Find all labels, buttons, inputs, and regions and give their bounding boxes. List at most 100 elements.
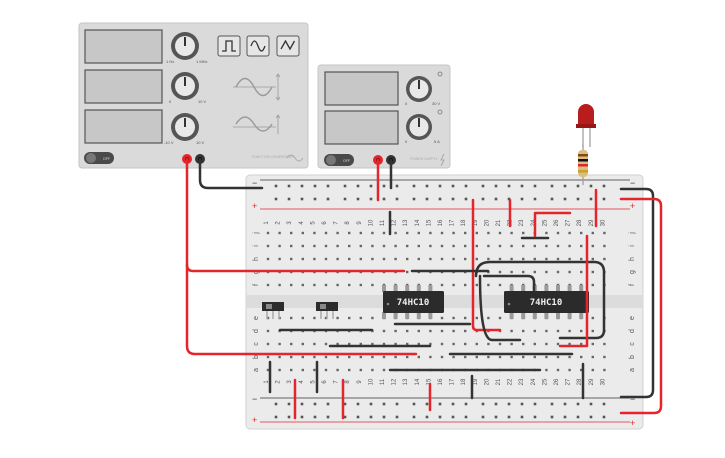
cc-indicator [437, 109, 443, 115]
sine-wave-button[interactable] [246, 35, 270, 57]
column-number: 17 [450, 219, 456, 226]
chip-74hc10-right[interactable]: 74HC10 [504, 285, 589, 319]
frequency-display [84, 29, 163, 64]
rail-plus-top: + [252, 201, 257, 211]
triangle-wave-icon [280, 39, 296, 51]
row-letter: d [253, 329, 260, 333]
ps-toggle-label: OFF [343, 159, 350, 163]
column-number: 30 [600, 378, 606, 385]
column-number: 23 [519, 219, 525, 226]
column-number: 30 [600, 219, 606, 226]
row-letter: i [629, 245, 636, 247]
column-number: 19 [473, 219, 479, 226]
column-number: 10 [368, 378, 374, 385]
column-number: 25 [542, 378, 548, 385]
fg-power-toggle[interactable]: OFF [84, 152, 114, 164]
row-letter: c [253, 342, 260, 346]
freq-max-label: 1 MHz [196, 59, 208, 64]
amp-min-label: 0 [169, 99, 172, 104]
current-knob[interactable] [406, 114, 432, 140]
column-number: 21 [496, 219, 502, 226]
row-letter: c [629, 342, 636, 346]
red-led[interactable] [576, 104, 596, 147]
chip-label: 74HC10 [530, 298, 563, 308]
column-number: 22 [508, 378, 514, 385]
current-min-label: 0 [405, 139, 408, 144]
column-number: 27 [566, 378, 572, 385]
column-number: 7 [334, 380, 340, 384]
slide-switch-2[interactable] [316, 302, 338, 319]
wires[interactable] [185, 157, 663, 420]
column-number: 3 [287, 380, 293, 384]
cv-indicator [437, 71, 443, 77]
column-number: 16 [438, 219, 444, 226]
row-letter: d [629, 329, 636, 333]
column-number: 11 [380, 219, 386, 226]
column-number: 9 [357, 380, 363, 384]
column-number: 29 [589, 378, 595, 385]
row-letter: j [253, 232, 260, 235]
column-number: 2 [276, 380, 282, 384]
function-generator[interactable]: 1 Hz 1 MHz 0 10 V -10 V 10 V [78, 22, 309, 169]
square-wave-button[interactable] [217, 35, 241, 57]
column-number: 15 [426, 378, 432, 385]
column-number: 23 [519, 378, 525, 385]
row-letter: b [629, 355, 636, 359]
column-number: 10 [368, 219, 374, 226]
current-display [324, 110, 399, 145]
offset-max-label: 10 V [196, 140, 205, 145]
ps-power-toggle[interactable]: OFF [324, 154, 354, 166]
voltage-knob[interactable] [406, 76, 432, 102]
frequency-knob[interactable] [171, 32, 199, 60]
column-number: 26 [554, 219, 560, 226]
column-number: 14 [415, 378, 421, 385]
row-letter: h [629, 257, 636, 261]
column-number: 25 [542, 219, 548, 226]
ps-logo-icon [440, 153, 445, 167]
row-letter: h [253, 257, 260, 261]
amplitude-diagram [233, 73, 281, 101]
column-number: 16 [438, 378, 444, 385]
offset-diagram [233, 114, 281, 134]
chip-label: 74HC10 [397, 298, 430, 308]
rail-minus-bottom-right: − [630, 394, 635, 404]
column-number: 20 [484, 219, 490, 226]
column-number: 26 [554, 378, 560, 385]
freq-min-label: 1 Hz [166, 59, 174, 64]
square-wave-icon [222, 40, 236, 52]
column-number: 15 [426, 219, 432, 226]
row-letter: f [253, 284, 260, 286]
offset-knob[interactable] [171, 113, 199, 141]
column-number: 8 [345, 221, 351, 225]
column-number: 4 [299, 380, 305, 384]
column-number: 18 [461, 378, 467, 385]
column-number: 11 [380, 378, 386, 385]
column-number: 9 [357, 221, 363, 225]
chip-74hc10-left[interactable]: 74HC10 [382, 285, 444, 319]
column-number: 12 [392, 219, 398, 226]
column-number: 8 [345, 380, 351, 384]
rail-plus-bottom-right: + [630, 418, 635, 428]
voltage-display [324, 71, 399, 106]
fg-logo-icon [286, 154, 304, 162]
amplitude-knob[interactable] [171, 72, 199, 100]
column-number: 7 [334, 221, 340, 225]
column-number: 19 [473, 378, 479, 385]
slide-switch-1[interactable] [262, 302, 284, 319]
offset-min-label: -10 V [164, 140, 174, 145]
row-letter: i [253, 245, 260, 247]
rail-minus-top-right: − [630, 178, 635, 188]
power-supply[interactable]: 0 30 V 0 5 A OFF POWER SUPPLY [317, 64, 451, 169]
row-letter: f [629, 284, 636, 286]
column-number: 13 [403, 378, 409, 385]
row-letter: b [253, 355, 260, 359]
triangle-wave-button[interactable] [276, 35, 300, 57]
column-number: 14 [415, 219, 421, 226]
resistor[interactable] [578, 145, 588, 185]
amp-max-label: 10 V [198, 99, 207, 104]
column-number: 27 [566, 219, 572, 226]
column-number: 20 [484, 378, 490, 385]
